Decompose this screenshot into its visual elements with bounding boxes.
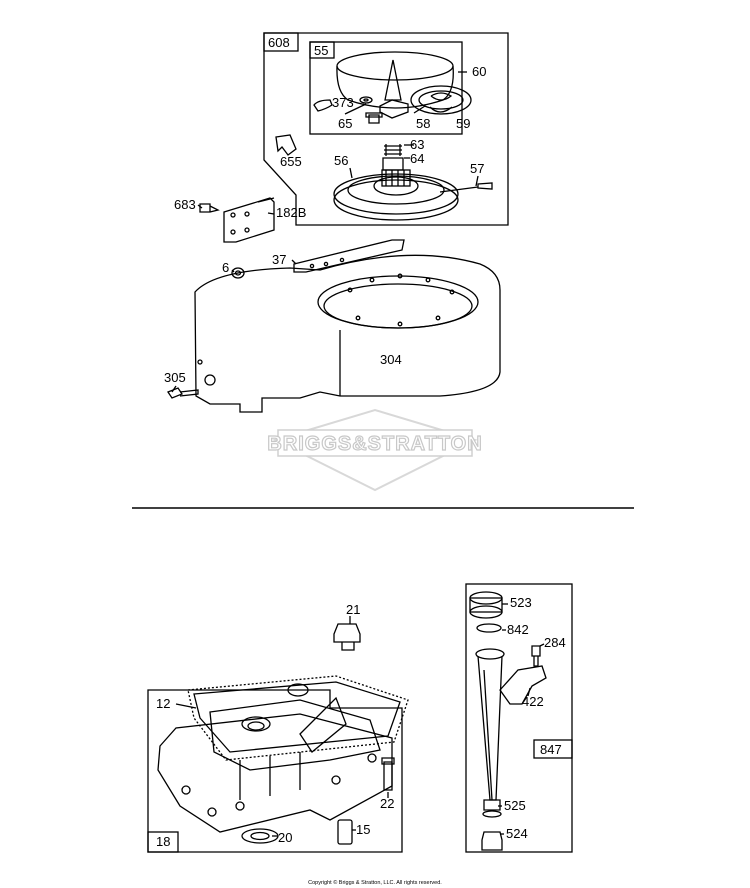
rewind-assembly-callout-box — [263, 32, 509, 226]
part-label-22: 22 — [380, 796, 394, 811]
part-label-523: 523 — [510, 595, 532, 610]
callout-label-55: 55 — [314, 43, 328, 58]
part-label-182B: 182B — [276, 205, 306, 220]
part-label-842: 842 — [507, 622, 529, 637]
part-label-305: 305 — [164, 370, 186, 385]
part-label-21: 21 — [346, 602, 360, 617]
callout-label-18: 18 — [156, 834, 170, 849]
part-labels: 608 55 60 373 65 58 59 655 63 64 56 57 6… — [156, 35, 566, 886]
part-label-655: 655 — [280, 154, 302, 169]
blower-housing-outline — [194, 254, 501, 413]
part-label-58: 58 — [416, 116, 430, 131]
brand-watermark: BRIGGS&STRATTON — [267, 408, 482, 492]
part-label-373: 373 — [332, 95, 354, 110]
part-label-63: 63 — [410, 137, 424, 152]
part-label-65: 65 — [338, 116, 352, 131]
part-label-12: 12 — [156, 696, 170, 711]
part-label-683: 683 — [174, 197, 196, 212]
part-label-15: 15 — [356, 822, 370, 837]
part-label-57: 57 — [470, 161, 484, 176]
starter-housing-callout-box — [309, 41, 463, 135]
part-label-525: 525 — [504, 798, 526, 813]
part-label-60: 60 — [472, 64, 486, 79]
part-label-37: 37 — [272, 252, 286, 267]
part-label-64: 64 — [410, 151, 424, 166]
callout-label-608: 608 — [268, 35, 290, 50]
callout-label-847: 847 — [540, 742, 562, 757]
part-label-524: 524 — [506, 826, 528, 841]
part-label-422: 422 — [522, 694, 544, 709]
part-label-6: 6 — [222, 260, 229, 275]
copyright-notice: Copyright © Briggs & Stratton, LLC. All … — [308, 879, 442, 886]
dipstick-callout-box — [465, 583, 573, 853]
part-label-56: 56 — [334, 153, 348, 168]
part-label-284: 284 — [544, 635, 566, 650]
dipstick-group — [465, 583, 573, 853]
part-label-59: 59 — [456, 116, 470, 131]
part-label-20: 20 — [278, 830, 292, 845]
crankcase-group — [147, 616, 409, 853]
watermark-text: BRIGGS&STRATTON — [267, 433, 482, 455]
rewind-starter-group — [167, 32, 509, 413]
part-label-304: 304 — [380, 352, 402, 367]
